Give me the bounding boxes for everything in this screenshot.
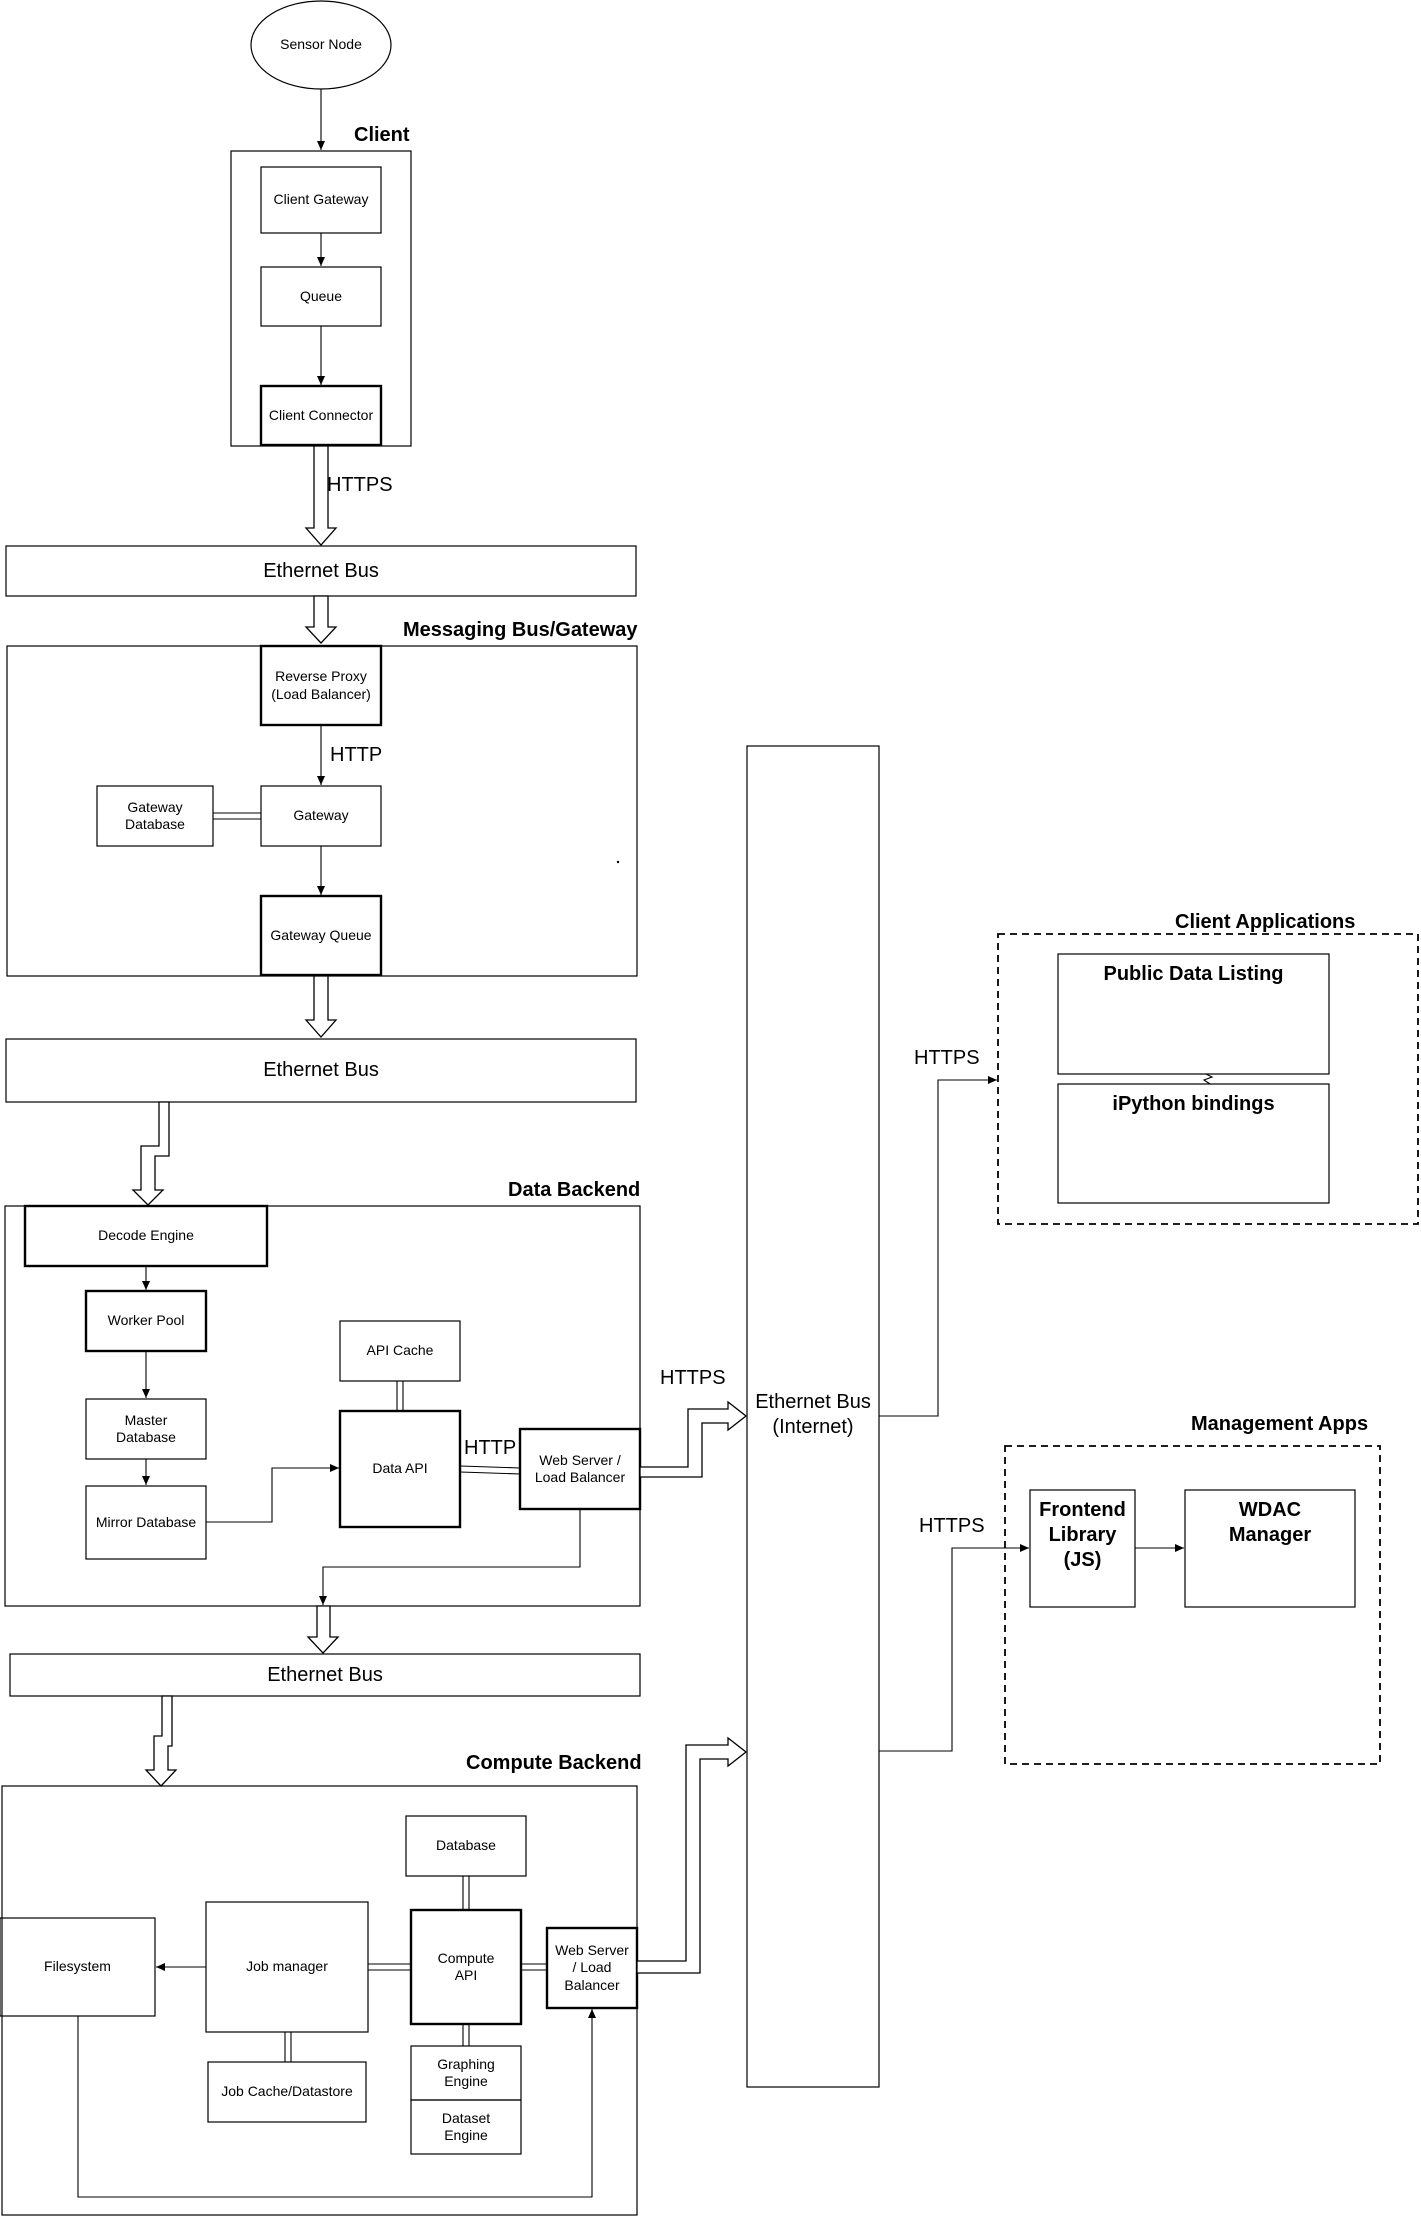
link-dataapi-webserver — [459, 1465, 521, 1475]
client-connector: Client Connector — [268, 406, 374, 423]
wdac-manager: WDAC Manager — [1228, 1499, 1312, 1546]
arrow-mirror-to-data-api — [206, 1464, 339, 1523]
block-arrow-bus3-to-compute — [144, 1695, 178, 1787]
link-gatewaydb-gateway — [213, 812, 261, 820]
decode-engine: Decode Engine — [98, 1227, 194, 1244]
master-database: Master Database — [116, 1411, 176, 1446]
arrow-bus-to-client-apps — [879, 1076, 997, 1417]
messaging-group-title: Messaging Bus/Gateway — [403, 619, 638, 641]
ethernet-bus-internet: Ethernet Bus (Internet) — [755, 1391, 871, 1438]
web-server-compute: Web Server / Load Balancer — [555, 1941, 629, 1993]
client-applications-group-title: Client Applications — [1175, 911, 1356, 933]
compute-api-box — [409, 1908, 523, 2026]
database-box — [405, 1815, 527, 1877]
block-arrow-bus1-to-messaging — [304, 595, 338, 644]
public-data-listing-box — [1057, 953, 1330, 1075]
link-computeapi-graphing — [462, 2024, 470, 2046]
http-label-data-api: HTTP — [464, 1437, 517, 1459]
ethernet-bus-3: Ethernet Bus — [267, 1663, 383, 1686]
link-jobmanager-jobcache — [284, 2032, 292, 2062]
ethernet-bus-3-box — [9, 1653, 641, 1697]
management-apps-group-title: Management Apps — [1191, 1413, 1369, 1435]
worker-pool: Worker Pool — [107, 1312, 185, 1329]
link-jobmanager-computeapi — [368, 1963, 411, 1971]
frontend-library: Frontend Library (JS) — [1039, 1499, 1126, 1571]
arrow-public-ipython — [1202, 1073, 1214, 1085]
client-gateway: Client Gateway — [273, 191, 369, 208]
data-api-box — [338, 1409, 462, 1529]
mirror-database: Mirror Database — [95, 1513, 197, 1530]
database: Database — [436, 1837, 496, 1854]
https-label-data: HTTPS — [660, 1367, 726, 1389]
client-applications-group-box — [997, 933, 1419, 1225]
gateway-database: Gateway Database — [125, 798, 185, 833]
arrow-webserver-to-bus3 — [319, 1509, 581, 1605]
block-arrow-client-to-bus1 — [304, 445, 338, 546]
queue: Queue — [299, 287, 343, 304]
ipython-bindings-box — [1057, 1083, 1330, 1204]
block-arrow-compute-to-internet — [636, 1736, 748, 1974]
dataset-engine: Dataset Engine — [441, 2109, 491, 2144]
ethernet-bus-2-box — [5, 1038, 637, 1103]
https-label-management: HTTPS — [919, 1515, 985, 1537]
data-api: Data API — [372, 1460, 428, 1477]
web-server-data: Web Server / Load Balancer — [534, 1451, 626, 1486]
gateway-queue: Gateway Queue — [270, 926, 372, 943]
reverse-proxy: Reverse Proxy (Load Balancer) — [271, 668, 371, 702]
link-apicache-dataapi — [396, 1381, 404, 1411]
dataset-engine-box — [410, 2099, 522, 2155]
graphing-engine: Graphing Engine — [437, 2055, 495, 2090]
arrow-filesystem-to-webserver — [77, 2009, 596, 2198]
public-data-listing: Public Data Listing — [1103, 963, 1284, 985]
ethernet-bus-1: Ethernet Bus — [263, 559, 379, 582]
arrow-bus-to-management — [879, 1544, 1029, 1752]
https-label-client-apps: HTTPS — [914, 1047, 980, 1069]
client-connector-box — [259, 384, 383, 447]
job-cache-box — [207, 2061, 367, 2123]
gateway-database-box — [96, 785, 214, 847]
ethernet-bus-2: Ethernet Bus — [263, 1059, 379, 1081]
data-backend-group-title: Data Backend — [508, 1179, 641, 1201]
client-group-title: Client — [354, 124, 410, 146]
block-arrow-bus2-to-data — [131, 1101, 170, 1206]
job-manager: Job manager — [246, 1958, 328, 1975]
management-apps-group-box — [1004, 1445, 1381, 1765]
wdac-manager-box — [1184, 1489, 1356, 1608]
ipython-bindings: iPython bindings — [1112, 1093, 1275, 1115]
api-cache: API Cache — [366, 1342, 434, 1359]
filesystem: Filesystem — [44, 1958, 111, 1975]
compute-api: Compute API — [437, 1949, 495, 1984]
compute-backend-group-title: Compute Backend — [466, 1752, 642, 1774]
job-cache: Job Cache/Datastore — [221, 2083, 353, 2100]
https-label-client: HTTPS — [327, 474, 393, 496]
block-arrow-messaging-to-bus2 — [304, 975, 338, 1038]
link-database-computeapi — [462, 1876, 470, 1910]
block-arrow-data-to-bus3 — [306, 1605, 340, 1654]
link-computeapi-webserver — [521, 1963, 547, 1971]
stray-dot — [616, 860, 620, 864]
gateway-queue-box — [259, 894, 383, 977]
block-arrow-data-to-internet — [639, 1400, 748, 1478]
http-label-gateway: HTTP — [330, 744, 383, 766]
sensor-node: Sensor Node — [280, 36, 362, 53]
gateway: Gateway — [293, 807, 349, 824]
api-cache-box — [339, 1320, 461, 1382]
